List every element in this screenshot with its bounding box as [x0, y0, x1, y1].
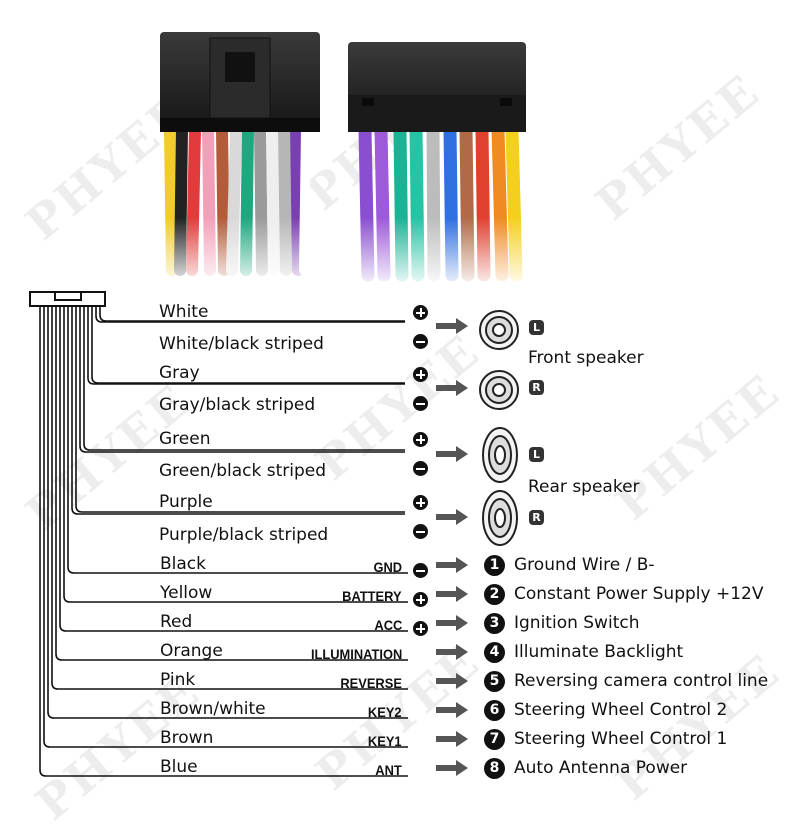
arrow-right-icon	[436, 557, 468, 573]
function-description: Steering Wheel Control 1	[514, 729, 728, 749]
step-number-badge: 4	[484, 642, 505, 663]
wire-line	[79, 306, 405, 453]
arrow-right-icon	[436, 318, 468, 334]
plus-terminal-icon	[413, 495, 428, 510]
plus-terminal-icon	[413, 432, 428, 447]
signal-name: BATTERY	[342, 588, 402, 604]
front-speaker-title: Front speaker	[528, 348, 644, 368]
plus-terminal-icon	[413, 592, 428, 607]
wiring-diagram	[29, 291, 408, 777]
arrow-right-icon	[436, 731, 468, 747]
wire-label-purple: Purple	[159, 492, 213, 512]
minus-terminal-icon	[413, 461, 428, 476]
plus-terminal-icon	[413, 621, 428, 636]
wire-color-label: Yellow	[160, 583, 213, 603]
signal-name: ILLUMINATION	[310, 646, 402, 662]
function-description: Illuminate Backlight	[514, 642, 684, 662]
arrow-right-icon	[436, 702, 468, 718]
wire-color-label: Red	[160, 612, 193, 632]
wire-label-green: Green	[159, 429, 211, 449]
signal-name: ANT	[375, 762, 402, 778]
wire-line	[59, 306, 408, 632]
step-number-badge: 5	[484, 671, 505, 692]
wire-line	[71, 306, 405, 515]
minus-terminal-icon	[413, 524, 428, 539]
wire-line	[91, 306, 405, 384]
wire-line	[51, 306, 408, 690]
wire-line	[39, 306, 408, 777]
arrow-right-icon	[436, 673, 468, 689]
arrow-right-icon	[436, 509, 468, 525]
wire-color-label: Blue	[160, 757, 198, 777]
wire-line	[43, 306, 408, 748]
wire-label-white-black: White/black striped	[159, 334, 324, 354]
signal-name: ACC	[374, 617, 402, 633]
wire-line	[67, 306, 408, 574]
signal-name: REVERSE	[340, 675, 402, 691]
wire-color-label: Orange	[160, 641, 223, 661]
arrow-right-icon	[436, 586, 468, 602]
rear-right-speaker-icon	[482, 490, 518, 546]
wire-line	[95, 306, 405, 323]
plus-terminal-icon	[413, 305, 428, 320]
wire-color-label: Pink	[160, 670, 196, 690]
right-channel-badge: R	[529, 380, 544, 395]
wire-label-purple-black: Purple/black striped	[159, 525, 329, 545]
right-channel-badge: R	[529, 510, 544, 525]
wire-label-gray: Gray	[159, 363, 200, 383]
function-description: Steering Wheel Control 2	[514, 700, 728, 720]
function-description: Reversing camera control line	[514, 671, 769, 691]
wire-line	[87, 306, 405, 385]
function-description: Ignition Switch	[514, 613, 640, 633]
harness-plug-key	[54, 291, 82, 301]
arrow-right-icon	[436, 760, 468, 776]
function-description: Constant Power Supply +12V	[514, 584, 764, 604]
wire-label-green-black: Green/black striped	[159, 461, 327, 481]
wire-bundle	[39, 306, 408, 777]
signal-name: KEY1	[368, 733, 402, 749]
left-channel-badge: L	[529, 320, 544, 335]
arrow-right-icon	[436, 644, 468, 660]
signal-name: KEY2	[368, 704, 402, 720]
arrow-right-icon	[436, 446, 468, 462]
wire-label-white: White	[159, 302, 209, 322]
minus-terminal-icon	[413, 334, 428, 349]
wire-line	[83, 306, 405, 451]
front-right-speaker-icon	[479, 370, 519, 410]
wire-line	[63, 306, 408, 603]
wire-line	[47, 306, 408, 719]
connector-photo	[150, 0, 570, 290]
front-left-speaker-icon	[479, 310, 519, 350]
step-number-badge: 3	[484, 613, 505, 634]
rear-speaker-title: Rear speaker	[528, 477, 640, 497]
wire-color-label: Black	[160, 554, 206, 574]
function-description: Ground Wire / B-	[514, 555, 655, 575]
arrow-right-icon	[436, 615, 468, 631]
plus-terminal-icon	[413, 367, 428, 382]
step-number-badge: 8	[484, 758, 505, 779]
signal-name: GND	[373, 559, 402, 575]
wire-label-gray-black: Gray/black striped	[159, 395, 316, 415]
function-description: Auto Antenna Power	[514, 758, 688, 778]
step-number-badge: 6	[484, 700, 505, 721]
wire-line	[55, 306, 408, 661]
minus-terminal-icon	[413, 396, 428, 411]
minus-terminal-icon	[413, 563, 428, 578]
wire-line	[75, 306, 405, 513]
arrow-right-icon	[436, 380, 468, 396]
wire-line	[99, 306, 405, 322]
step-number-badge: 1	[484, 555, 505, 576]
step-number-badge: 2	[484, 584, 505, 605]
step-number-badge: 7	[484, 729, 505, 750]
wire-color-label: Brown	[160, 728, 214, 748]
rear-left-speaker-icon	[482, 427, 518, 483]
wire-color-label: Brown/white	[160, 699, 266, 719]
left-channel-badge: L	[529, 447, 544, 462]
